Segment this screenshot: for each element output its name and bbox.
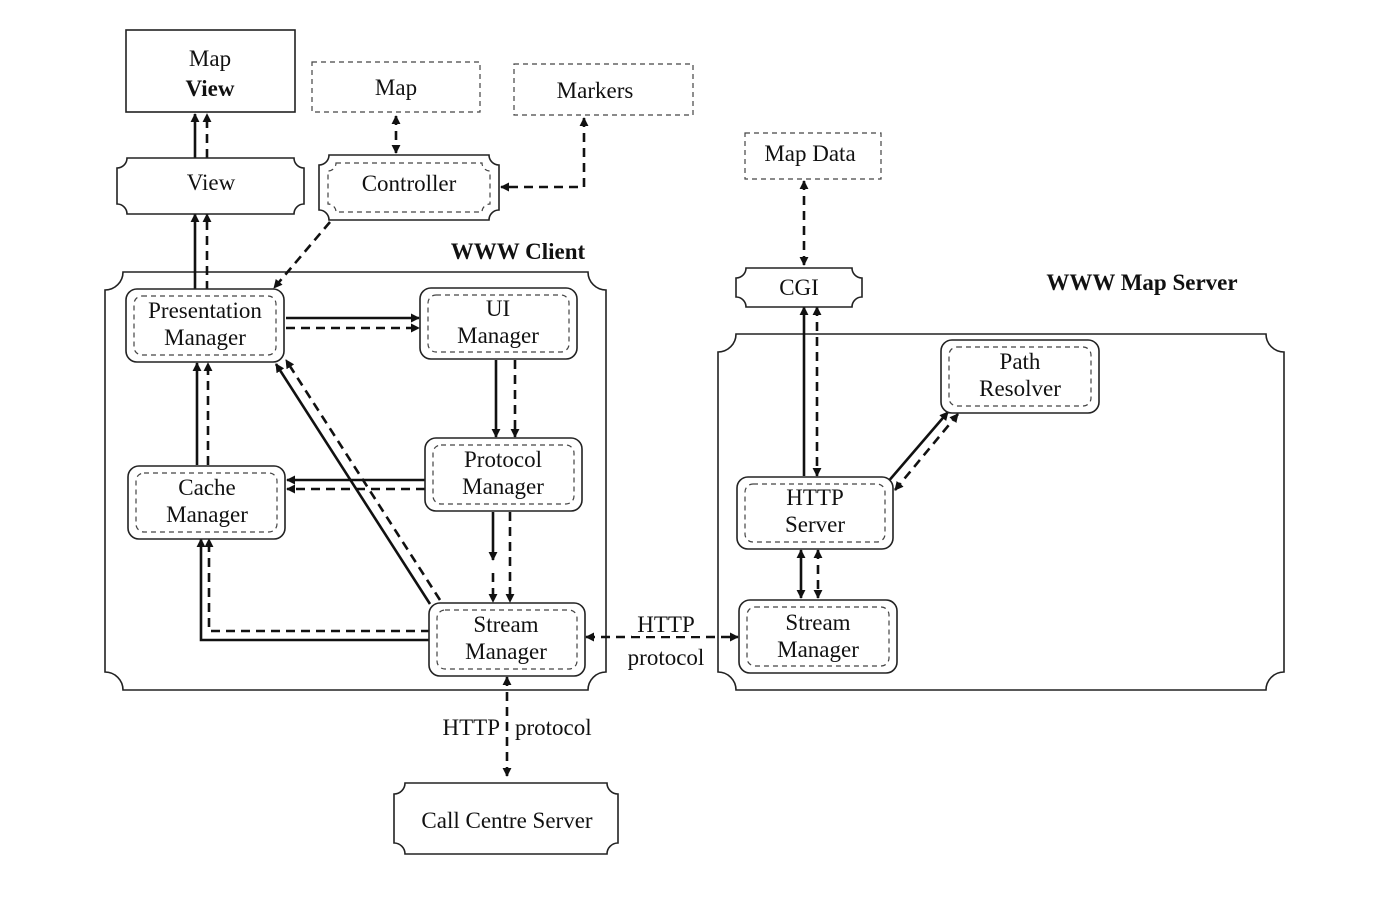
presentation-manager-box: Presentation Manager bbox=[125, 288, 285, 363]
call-centre-server-box: Call Centre Server bbox=[393, 782, 619, 855]
http-protocol-label-bg bbox=[632, 612, 700, 636]
markers-box: Markers bbox=[513, 63, 694, 116]
http-protocol-between-line1: HTTP bbox=[637, 612, 695, 637]
ui-manager-label-line1: UI bbox=[486, 296, 510, 321]
view-label: View bbox=[187, 170, 236, 195]
http-protocol-call-centre-line1: HTTP bbox=[443, 715, 501, 740]
markers-label: Markers bbox=[557, 78, 634, 103]
www-client-title: WWW Client bbox=[451, 239, 586, 264]
cgi-label: CGI bbox=[779, 275, 819, 300]
path-resolver-box: Path Resolver bbox=[940, 339, 1100, 414]
edge-stream-pm-dashed bbox=[284, 359, 442, 601]
protocol-manager-label-line1: Protocol bbox=[464, 447, 542, 472]
edge-stream-cache-solid bbox=[196, 538, 430, 642]
http-protocol-call-centre-line2: protocol bbox=[515, 715, 592, 740]
controller-box: Controller bbox=[318, 154, 500, 221]
edge-http-path-solid bbox=[886, 411, 949, 484]
controller-label: Controller bbox=[362, 171, 457, 196]
ui-manager-box: UI Manager bbox=[419, 287, 578, 360]
cache-manager-box: Cache Manager bbox=[127, 465, 286, 540]
map-view-box: Map View bbox=[125, 29, 296, 113]
cache-manager-label-line2: Manager bbox=[166, 502, 248, 527]
protocol-manager-label-line2: Manager bbox=[462, 474, 544, 499]
connectors bbox=[190, 113, 960, 777]
edge-markers-controller bbox=[500, 117, 589, 192]
http-server-box: HTTP Server bbox=[736, 476, 894, 550]
cgi-box: CGI bbox=[735, 267, 863, 308]
call-centre-server-label: Call Centre Server bbox=[421, 808, 593, 833]
http-server-label-line2: Server bbox=[785, 512, 845, 537]
path-resolver-label-line1: Path bbox=[1000, 349, 1041, 374]
cache-manager-label-line1: Cache bbox=[178, 475, 235, 500]
protocol-manager-box: Protocol Manager bbox=[424, 437, 583, 512]
edge-http-path-dashed bbox=[893, 413, 960, 491]
stream-manager-client-label-line2: Manager bbox=[465, 639, 547, 664]
stream-manager-client-box: Stream Manager bbox=[428, 602, 586, 677]
www-map-server-title: WWW Map Server bbox=[1046, 270, 1237, 295]
edge-stream-pm-solid bbox=[274, 363, 432, 605]
stream-manager-client-label-line1: Stream bbox=[473, 612, 538, 637]
map-data-label: Map Data bbox=[764, 141, 855, 166]
edge-controller-pm bbox=[273, 221, 331, 289]
map-box: Map bbox=[311, 61, 481, 113]
stream-manager-server-box: Stream Manager bbox=[738, 599, 898, 674]
presentation-manager-label-line2: Manager bbox=[164, 325, 246, 350]
ui-manager-label-line2: Manager bbox=[457, 323, 539, 348]
path-resolver-label-line2: Resolver bbox=[979, 376, 1061, 401]
www-client-region bbox=[104, 271, 607, 691]
http-server-label-line1: HTTP bbox=[786, 485, 844, 510]
view-box: View bbox=[116, 157, 305, 215]
map-data-box: Map Data bbox=[744, 132, 882, 180]
map-label: Map bbox=[375, 75, 417, 100]
stream-manager-server-label-line1: Stream bbox=[785, 610, 850, 635]
map-view-label-line1: Map bbox=[189, 46, 231, 71]
stream-manager-server-label-line2: Manager bbox=[777, 637, 859, 662]
map-view-label-line2: View bbox=[186, 76, 235, 101]
http-protocol-between-line2: protocol bbox=[628, 645, 705, 670]
presentation-manager-label-line1: Presentation bbox=[148, 298, 262, 323]
www-map-server-region bbox=[717, 333, 1285, 691]
